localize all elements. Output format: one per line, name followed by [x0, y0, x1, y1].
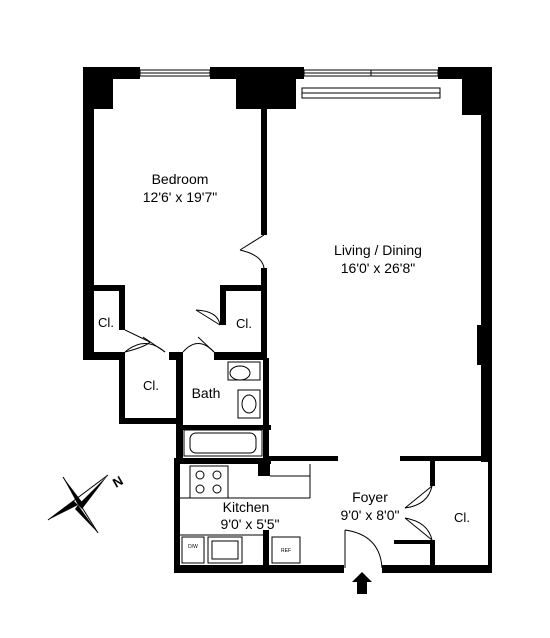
foyer-dimensions: 9'0' x 8'0": [341, 507, 400, 523]
compass: [47, 474, 109, 534]
door-foyer-closet-bottom: [404, 517, 433, 541]
closet-right-label: Cl.: [236, 316, 252, 331]
compass-point-se-icon: [75, 505, 98, 533]
doors: [124, 234, 433, 569]
wall-bedroom-bottom-left: [83, 352, 125, 360]
kitchen-dimensions: 9'0' x 5'5": [221, 516, 280, 532]
closet-foyer-label: Cl.: [454, 510, 470, 525]
wall-bedroom-bottom-right: [214, 352, 267, 360]
walls: [83, 67, 492, 573]
burner-icon: [195, 470, 205, 480]
wall-hall-closet-left: [119, 352, 125, 424]
wall-foyer-top-left: [263, 456, 338, 461]
dishwasher-label: D/W: [188, 544, 198, 550]
compass-point-ne-icon: [78, 475, 108, 509]
wall-hall-closet-bottom: [119, 418, 182, 424]
foyer-label: Foyer: [352, 489, 388, 505]
kitchen-label: Kitchen: [223, 499, 270, 515]
bath-label: Bath: [192, 385, 221, 401]
wall-bedroom-living-lower: [261, 268, 267, 358]
kitchen-fixtures: [180, 464, 311, 564]
windows: [139, 69, 441, 99]
refrigerator: [271, 536, 301, 564]
entry-arrow-icon: [352, 572, 372, 594]
wall-foyer-closet-bottom: [430, 540, 435, 573]
wall-hall-bath-divider: [176, 352, 183, 464]
toilet-tank: [227, 361, 261, 381]
compass-point-sw-icon: [48, 501, 78, 520]
door-closet-left: [124, 329, 151, 353]
burner-icon: [212, 470, 222, 480]
compass-north-label: N: [110, 473, 126, 491]
wall-bedroom-living-upper: [261, 100, 267, 235]
toilet-bowl-icon: [229, 365, 251, 381]
wall-left-kitchen: [174, 458, 180, 573]
bath-fixtures: [183, 361, 263, 457]
wall-closet-left-top: [83, 285, 125, 291]
bathtub-basin: [189, 432, 257, 454]
wall-bottom-right: [382, 565, 492, 573]
dishwasher: [181, 536, 205, 564]
wall-right-foyer: [488, 455, 492, 573]
pier-right-mid: [477, 325, 492, 365]
door-foyer-closet-top: [404, 485, 433, 509]
burner-icon: [212, 484, 222, 494]
sink-basin-icon: [241, 394, 257, 414]
wall-bath-tub-top: [176, 425, 271, 430]
pier-kitchen-top: [258, 458, 270, 476]
kitchen-sink-basin: [211, 540, 239, 560]
stove: [189, 465, 229, 499]
wall-foyer-closet-top: [430, 456, 435, 486]
door-entry: [344, 529, 383, 569]
wall-kitchen-top: [174, 458, 271, 464]
bathtub: [183, 429, 263, 457]
bedroom-dimensions: 12'6' x 19'7": [143, 189, 218, 205]
wall-foyer-closet-sill: [394, 540, 434, 544]
sink: [237, 389, 261, 419]
living-dining-label: Living / Dining: [334, 242, 422, 258]
wall-right-living: [481, 67, 492, 462]
living-dining-dimensions: 16'0' x 26'8": [341, 260, 416, 276]
wall-closet-right-top: [220, 285, 267, 291]
door-bedroom: [239, 234, 265, 269]
wall-bath-right: [263, 358, 269, 465]
wall-kitchen-right-lower: [263, 530, 269, 573]
door-closet-right: [195, 309, 221, 326]
kitchen-sink: [207, 536, 243, 564]
wall-bottom-left: [174, 565, 344, 573]
wall-closet-left-side: [119, 285, 125, 330]
burner-icon: [195, 484, 205, 494]
wall-left-bedroom: [83, 67, 94, 357]
closet-left-label: Cl.: [98, 315, 114, 330]
wall-foyer-top-right: [400, 456, 492, 461]
refrigerator-label: REF: [281, 548, 291, 554]
wall-closet-right-side: [220, 285, 226, 325]
closet-hall-label: Cl.: [143, 378, 159, 393]
bedroom-label: Bedroom: [152, 171, 209, 187]
